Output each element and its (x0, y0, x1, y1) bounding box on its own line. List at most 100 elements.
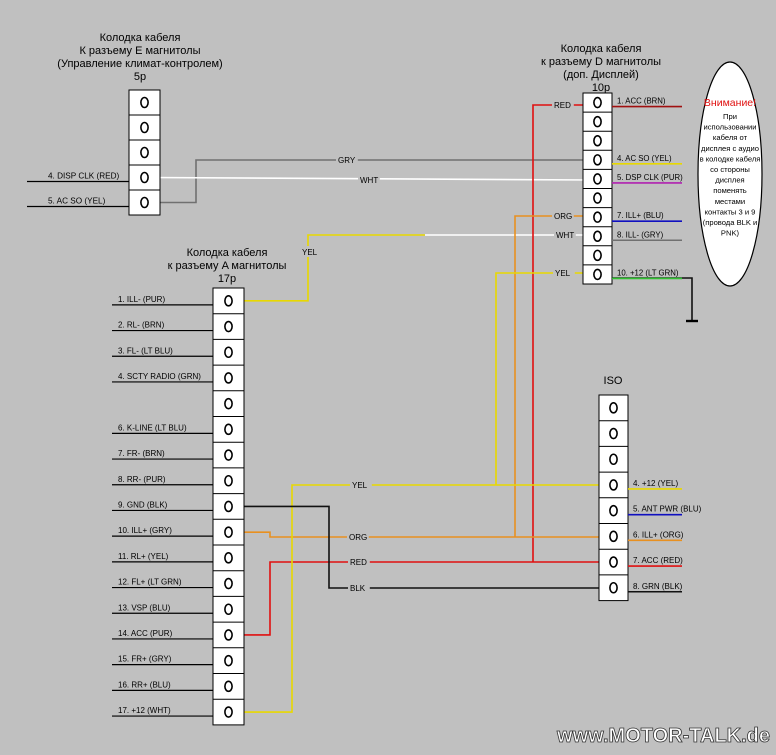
wire-label-wht-d: WHT (556, 231, 574, 240)
watermark: www.MOTOR-TALK.de (556, 725, 770, 747)
a-pin-label: 9. GND (BLK) (118, 500, 168, 509)
wire-red-iso (232, 561, 610, 636)
a-pin-17 (224, 706, 233, 718)
d-pin-6 (593, 192, 602, 204)
d-pin-1 (593, 96, 602, 109)
d-pin-label: 5. DSP CLK (PUR) (617, 173, 683, 182)
warning-line: При (723, 112, 737, 121)
connector-a-title-line-1: Колодка кабеля (187, 247, 268, 259)
wire-label-org-d: ORG (554, 212, 572, 221)
wire-label-red-d: RED (554, 101, 571, 110)
iso-pin-4 (609, 479, 618, 491)
warning-line: контакты 3 и 9 (705, 207, 756, 216)
d-pin-3 (593, 134, 602, 147)
warning-ellipse (697, 61, 763, 287)
wire-label-bg (348, 582, 370, 593)
iso-pin-5 (609, 504, 618, 517)
connector-e-title-line-2: К разъему E магнитолы (79, 45, 200, 57)
connector-iso: 4. +12 (YEL) 5. ANT PWR (BLU) 6. ILL+ (ORG… (598, 394, 702, 602)
wire-yel-iso (232, 484, 610, 713)
wire-label-org-iso: ORG (349, 533, 367, 542)
wire-blk-iso (232, 505, 610, 589)
iso-pin-label: 7. ACC (RED) (633, 556, 683, 565)
iso-pin-label: 4. +12 (YEL) (633, 479, 678, 488)
connector-d: 1. ACC (BRN)4. AC SO (YEL)5. DSP CLK (PU… (582, 92, 683, 285)
e-body (128, 89, 161, 216)
warning-line: со стороны (710, 165, 750, 174)
wire-label-blk-iso: BLK (350, 584, 366, 593)
warning-line: местами (715, 197, 745, 206)
a-pin-label: 14. ACC (PUR) (118, 629, 173, 638)
a-pin-3 (224, 346, 233, 359)
d-pin-label: 10. +12 (LT GRN) (617, 268, 679, 277)
e-pin-5 (140, 196, 149, 209)
a-pin-8 (224, 474, 233, 487)
a-pin-1 (224, 295, 233, 307)
connector-a-title: Колодка кабеля к разъему A магнитолы 17p (168, 247, 287, 285)
d-pin-10 (593, 268, 602, 281)
wire-label-bg (553, 267, 575, 278)
iso-pin-label: 8. GRN (BLK) (633, 582, 683, 591)
d-pin-5 (593, 173, 602, 185)
wire-label-bg (552, 99, 574, 110)
a-pin-label: 2. RL- (BRN) (118, 321, 165, 330)
a-body (212, 287, 245, 726)
a-pin-4 (224, 372, 233, 384)
connector-a-pin-count: 17p (218, 273, 236, 285)
warning-line: кабеля от (713, 133, 748, 142)
d-pin-8 (593, 230, 602, 243)
wire-label-yel-a: YEL (302, 248, 318, 257)
warning-line: дисплея с аудио (701, 144, 759, 153)
connector-d-title-line-2: к разъему D магнитолы (541, 56, 661, 68)
wire-label-bg (336, 154, 358, 165)
a-pin-16 (224, 680, 233, 693)
d-pin-label: 7. ILL+ (BLU) (617, 211, 664, 220)
connector-d-title: Колодка кабеля к разъему D магнитолы (до… (541, 43, 661, 94)
d-pin-2 (593, 115, 602, 128)
warning-line: (провода BLK и (703, 218, 758, 227)
iso-pin-label: 5. ANT PWR (BLU) (633, 505, 702, 514)
d-pin-4 (593, 154, 602, 166)
iso-pin-label: 6. ILL+ (ORG) (633, 530, 684, 539)
iso-pin-1 (609, 402, 618, 414)
a-pin-label: 15. FR+ (GRY) (118, 655, 172, 664)
wire-label-bg (358, 174, 380, 185)
a-pin-9 (224, 500, 233, 513)
e-pin-3 (140, 146, 149, 159)
iso-pin-2 (609, 427, 618, 440)
a-pin-label: 1. ILL- (PUR) (118, 295, 165, 304)
wire-label-bg (300, 246, 322, 257)
a-pin-14 (224, 629, 233, 641)
connector-a: 1. ILL- (PUR) 2. RL- (BRN) 3. FL- (LT BLU)… (112, 287, 245, 726)
a-pin-13 (224, 603, 233, 616)
e-pin-1 (140, 96, 149, 109)
wire-gry (148, 159, 594, 204)
connector-iso-title: ISO (604, 375, 623, 387)
a-pin-label: 16. RR+ (BLU) (118, 680, 171, 689)
a-pin-5 (224, 397, 233, 410)
d-pin-7 (593, 211, 602, 223)
a-pin-label: 8. RR- (PUR) (118, 475, 166, 484)
d-pin-label: 8. ILL- (GRY) (617, 230, 664, 239)
wire-org-iso (232, 531, 610, 538)
connector-e-title: Колодка кабеля К разъему E магнитолы (Уп… (57, 32, 222, 83)
connector-e-title-line-1: Колодка кабеля (100, 32, 181, 44)
wire-label-bg (552, 210, 574, 221)
a-pin-label: 17. +12 (WHT) (118, 706, 171, 715)
iso-pin-6 (609, 530, 618, 543)
wire-label-yel-iso: YEL (352, 481, 368, 490)
warning-line: использовании (703, 123, 756, 132)
a-pin-label: 13. VSP (BLU) (118, 603, 171, 612)
e-pin-4 (140, 171, 149, 184)
connector-d-title-line-3: (доп. Дисплей) (563, 69, 639, 81)
d-pin-label: 4. AC SO (YEL) (617, 154, 672, 163)
iso-pin-8 (609, 581, 618, 594)
connector-d-pin-count: 10p (592, 82, 610, 94)
wire-label-wht-top: WHT (360, 176, 378, 185)
wire-label-red-iso: RED (350, 558, 367, 567)
a-pin-label: 3. FL- (LT BLU) (118, 346, 173, 355)
a-pin-label: 7. FR- (BRN) (118, 449, 165, 458)
wire-label-yel-d: YEL (555, 269, 571, 278)
connector-e: 4. DISP CLK (RED)5. AC SO (YEL) (27, 89, 161, 216)
